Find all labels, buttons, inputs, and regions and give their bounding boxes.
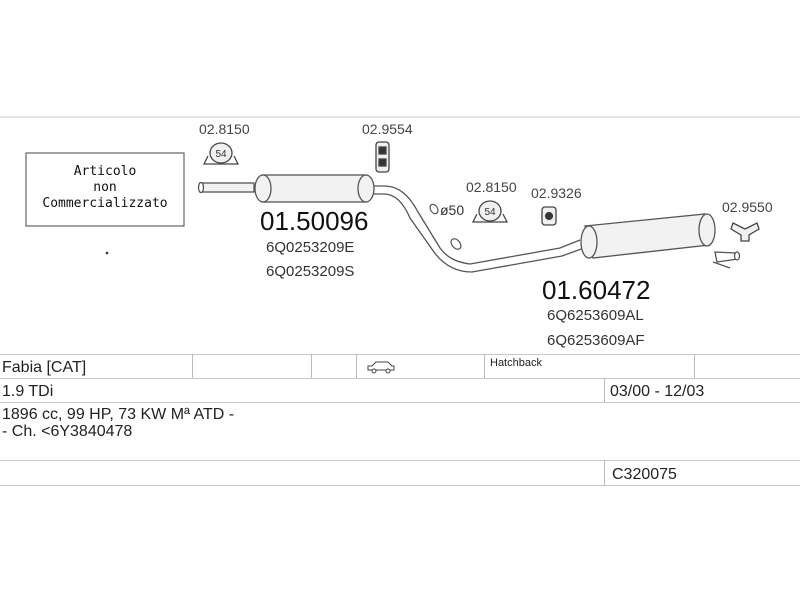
hanger-3-code: 02.9550 [722,199,773,215]
dot-mark [105,251,109,255]
not-marketed-line2: non [93,180,116,195]
car-icon [367,361,395,374]
rear-silencer-oem-2: 6Q6253609AF [547,332,645,349]
catalog-code: C320075 [612,466,677,483]
vehicle-model: Fabia [CAT] [2,359,87,376]
middle-silencer [197,174,375,203]
not-marketed-line1: Articolo [74,164,137,179]
not-marketed-box: Articolo non Commercializzato [25,152,185,227]
vehicle-chassis: - Ch. <6Y3840478 [2,423,133,440]
connecting-pipe [374,185,585,273]
vehicle-spec: 1896 cc, 99 HP, 73 KW Mª ATD - [2,406,235,423]
clamp-2-code: 02.8150 [466,179,517,195]
vehicle-period: 03/00 - 12/03 [610,383,705,400]
vehicle-body-type: Hatchback [490,357,542,369]
hanger-2 [541,206,557,226]
middle-silencer-oem-1: 6Q0253209E [266,239,354,256]
pipe-diameter-label: ø50 [440,202,464,218]
middle-silencer-code: 01.50096 [260,206,368,236]
hanger-2-code: 02.9326 [531,185,582,201]
clamp-2: 54 [471,200,509,223]
middle-silencer-oem-2: 6Q0253209S [266,263,354,280]
rear-silencer-oem-1: 6Q6253609AL [547,307,644,324]
rear-silencer [580,213,741,263]
vehicle-engine: 1.9 TDi [2,383,54,400]
not-marketed-line3: Commercializzato [42,196,167,211]
clamp-1: 54 [202,142,240,165]
hanger-1-code: 02.9554 [362,121,413,137]
clamp-1-code: 02.8150 [199,121,250,137]
clamp-2-size: 54 [484,207,496,218]
hanger-3 [730,222,760,242]
pipe-ring [429,203,462,250]
rear-silencer-code: 01.60472 [542,275,650,305]
hanger-1 [375,141,390,173]
clamp-1-size: 54 [215,149,227,160]
